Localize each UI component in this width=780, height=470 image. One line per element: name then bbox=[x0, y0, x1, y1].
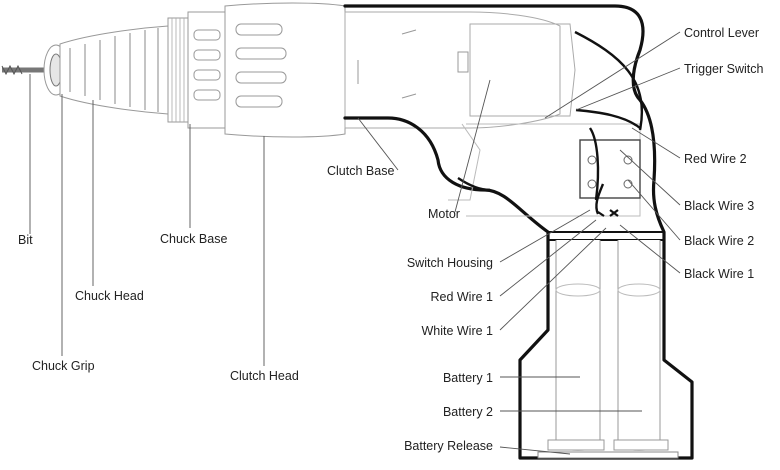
clutch-head bbox=[187, 2, 346, 138]
wires bbox=[457, 30, 643, 217]
label-black-wire-1: Black Wire 1 bbox=[684, 267, 754, 281]
label-red-wire-1: Red Wire 1 bbox=[430, 290, 493, 304]
chuck-head bbox=[59, 25, 169, 115]
motor bbox=[344, 11, 576, 129]
label-chuck-grip: Chuck Grip bbox=[32, 359, 95, 373]
label-control-lever: Control Lever bbox=[684, 26, 759, 40]
label-clutch-head: Clutch Head bbox=[230, 369, 299, 383]
drill-bit bbox=[1, 64, 48, 76]
leader-lines bbox=[29, 31, 681, 455]
label-chuck-head: Chuck Head bbox=[75, 289, 144, 303]
label-clutch-base: Clutch Base bbox=[327, 164, 394, 178]
drill-drawing bbox=[1, 2, 694, 460]
label-black-wire-3: Black Wire 3 bbox=[684, 199, 754, 213]
label-white-wire-1: White Wire 1 bbox=[421, 324, 493, 338]
label-battery-1: Battery 1 bbox=[443, 371, 493, 385]
battery-release bbox=[537, 451, 679, 459]
chuck-base bbox=[167, 17, 189, 123]
trigger-switch bbox=[448, 123, 481, 201]
label-switch-housing: Switch Housing bbox=[407, 256, 493, 270]
label-motor: Motor bbox=[428, 207, 460, 221]
label-battery-release: Battery Release bbox=[404, 439, 493, 453]
label-red-wire-2: Red Wire 2 bbox=[684, 152, 747, 166]
label-black-wire-2: Black Wire 2 bbox=[684, 234, 754, 248]
switch-housing bbox=[466, 123, 665, 241]
label-bit: Bit bbox=[18, 233, 33, 247]
label-battery-2: Battery 2 bbox=[443, 405, 493, 419]
label-trigger-switch: Trigger Switch bbox=[684, 62, 763, 76]
batteries bbox=[547, 240, 669, 451]
label-chuck-base: Chuck Base bbox=[160, 232, 227, 246]
labels: Control Lever Trigger Switch Red Wire 2 … bbox=[18, 26, 763, 453]
